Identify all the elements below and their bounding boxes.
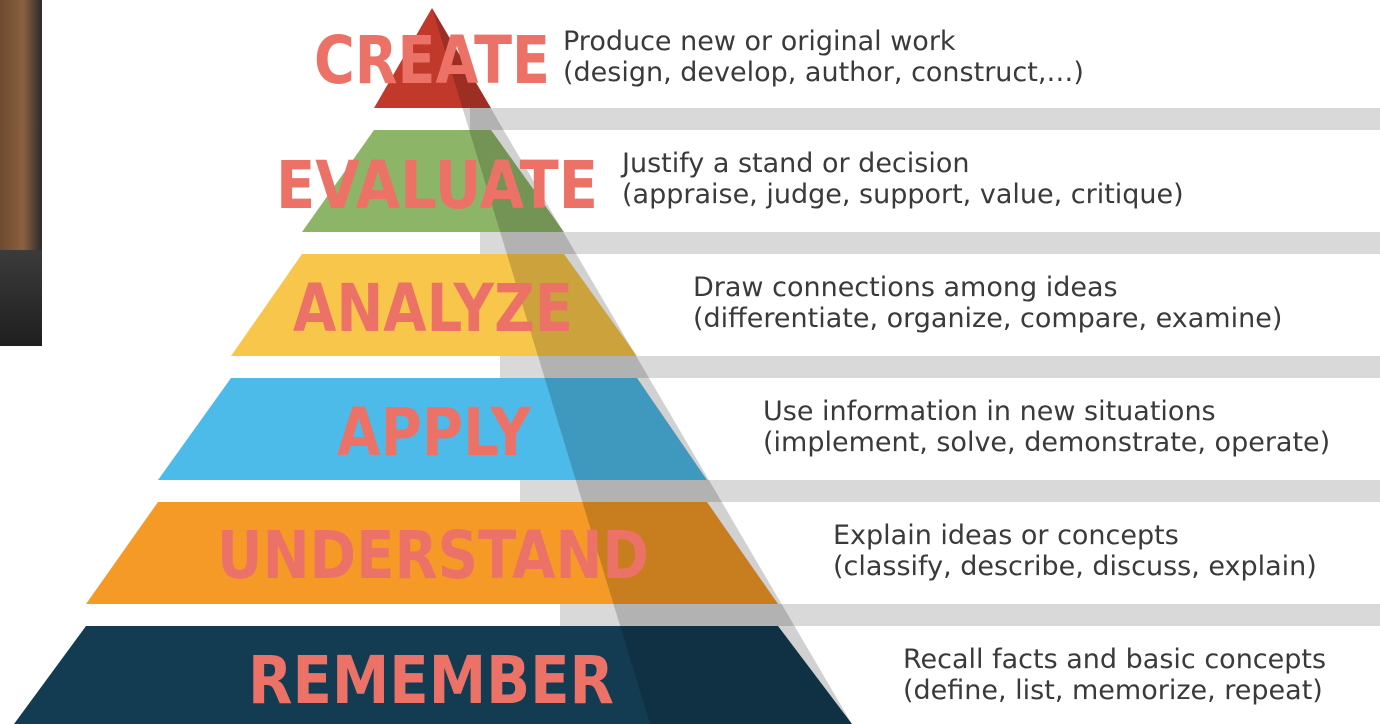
description-line: Draw connections among ideas: [693, 272, 1118, 303]
description-line: Use information in new situations: [763, 396, 1216, 427]
tier-analyze: [231, 254, 637, 356]
examples-line: (implement, solve, demonstrate, operate): [763, 427, 1331, 458]
separator-band: [470, 108, 1380, 130]
pyramid-shadow-overlay: [432, 8, 852, 724]
tier-evaluate: [302, 130, 564, 232]
description-line: Explain ideas or concepts: [833, 520, 1179, 551]
tier-label-remember: REMEMBER: [248, 642, 614, 719]
description-line: Justify a stand or decision: [622, 148, 970, 179]
tier-description-apply: Use information in new situations (imple…: [763, 396, 1330, 458]
tier-understand: [86, 502, 778, 604]
separator-band: [480, 232, 1380, 254]
tier-create: [374, 8, 491, 108]
tier-label-evaluate: EVALUATE: [276, 147, 598, 224]
separator-bands: [470, 108, 1380, 626]
tier-label-understand: UNDERSTAND: [217, 517, 649, 594]
tier-description-evaluate: Justify a stand or decision (appraise, j…: [622, 148, 1184, 210]
tier-label-create: CREATE: [314, 22, 550, 99]
tier-description-remember: Recall facts and basic concepts (define,…: [903, 644, 1326, 706]
tier-description-understand: Explain ideas or concepts (classify, des…: [833, 520, 1317, 582]
examples-line: (classify, describe, discuss, explain): [833, 551, 1317, 582]
tier-label-apply: APPLY: [337, 394, 532, 471]
description-line: Produce new or original work: [563, 26, 956, 57]
separator-band: [560, 604, 1380, 626]
tier-remember: [14, 626, 852, 724]
tier-apply: [158, 378, 707, 480]
tier-description-analyze: Draw connections among ideas (differenti…: [693, 272, 1282, 334]
examples-line: (define, list, memorize, repeat): [903, 675, 1323, 706]
tier-label-analyze: ANALYZE: [293, 270, 573, 347]
examples-line: (differentiate, organize, compare, exami…: [693, 303, 1283, 334]
examples-line: (design, develop, author, construct,…): [563, 57, 1084, 88]
separator-band: [500, 356, 1380, 378]
tier-description-create: Produce new or original work (design, de…: [563, 26, 1084, 88]
examples-line: (appraise, judge, support, value, critiq…: [622, 179, 1184, 210]
portrait-photo-shadow: [0, 250, 42, 346]
description-line: Recall facts and basic concepts: [903, 644, 1327, 675]
separator-band: [520, 480, 1380, 502]
